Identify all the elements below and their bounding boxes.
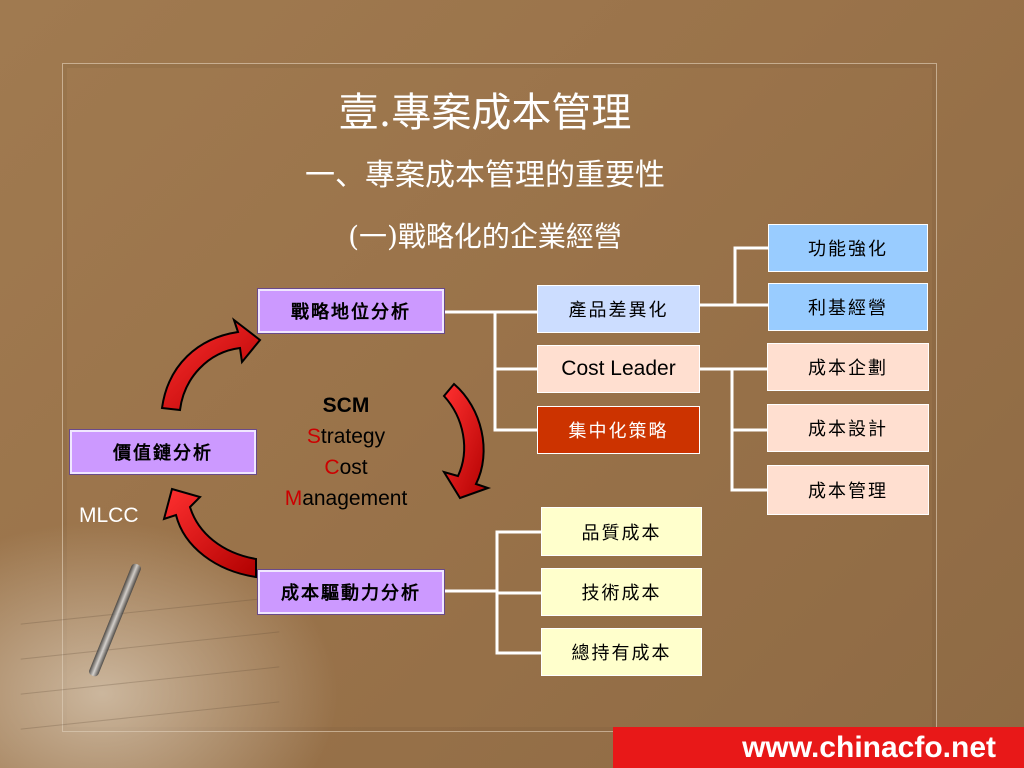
cost-leader-item-box: 成本企劃 xyxy=(767,343,929,391)
scm-management: Management xyxy=(266,483,426,514)
connector-line xyxy=(444,530,541,593)
connector-line xyxy=(495,591,541,655)
connector-line xyxy=(444,310,537,432)
value-chain-box: 價值鏈分析 xyxy=(69,429,257,475)
scm-word-management: anagement xyxy=(302,487,408,510)
scm-cost: Cost xyxy=(266,452,426,483)
slide-title: 壹.專案成本管理 xyxy=(338,90,632,136)
differentiation-item-box: 利基經營 xyxy=(768,283,928,331)
cost-leader-item-box: 成本設計 xyxy=(767,404,929,452)
slide-subtitle: 一、專案成本管理的重要性 xyxy=(305,158,665,193)
cost-driver-item-box: 品質成本 xyxy=(541,507,702,556)
curved-arrow-icon xyxy=(160,317,262,412)
differentiation-item-box: 功能強化 xyxy=(768,224,928,272)
curved-arrow-icon xyxy=(162,487,257,579)
curved-arrow-icon xyxy=(441,382,492,500)
paper-decoration xyxy=(0,520,340,768)
cost-driver-item-box: 總持有成本 xyxy=(541,628,702,676)
mlcc-label: MLCC xyxy=(79,504,139,527)
scm-letter-s: S xyxy=(306,425,321,448)
cost-leader-box: Cost Leader xyxy=(537,345,700,393)
scm-word-cost: ost xyxy=(339,456,368,479)
scm-word-strategy: trategy xyxy=(320,425,386,448)
cost-leader-item-box: 成本管理 xyxy=(767,465,929,515)
section-heading: (一)戰略化的企業經營 xyxy=(348,220,622,253)
cost-driver-box: 成本驅動力分析 xyxy=(257,569,445,615)
differentiation-box: 產品差異化 xyxy=(537,285,700,333)
scm-letter-m: M xyxy=(284,487,303,510)
scm-strategy: Strategy xyxy=(266,421,426,452)
website-footer[interactable]: www.chinacfo.net xyxy=(613,727,1024,768)
cost-driver-item-box: 技術成本 xyxy=(541,568,702,616)
strategic-position-box: 戰略地位分析 xyxy=(257,288,445,334)
slide-frame xyxy=(62,63,937,732)
scm-heading: SCM xyxy=(322,394,370,417)
scm-label: SCM Strategy Cost Management xyxy=(266,390,426,514)
connector-line xyxy=(700,246,768,307)
scm-letter-c: C xyxy=(324,456,340,479)
focus-strategy-box: 集中化策略 xyxy=(537,406,700,454)
